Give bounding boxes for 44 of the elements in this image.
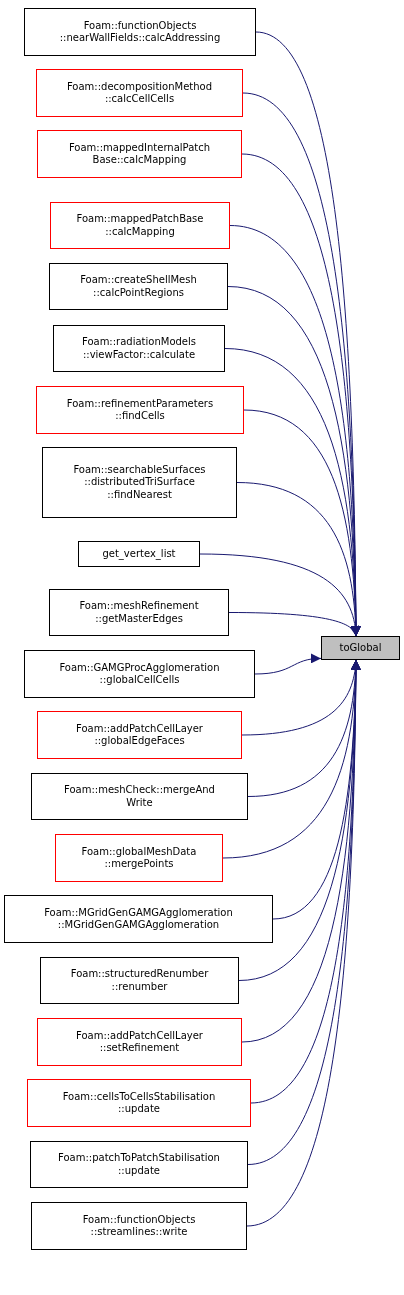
node-label: Foam::functionObjects ::nearWallFields::calcAddressing [59,19,221,45]
node-label: Foam::addPatchCellLayer ::setRefinement [76,1029,203,1055]
caller-box [49,589,229,636]
caller-box [24,8,256,56]
node-label: Foam::functionObjects ::streamlines::write [82,1213,196,1239]
node-label: Foam::MGridGenGAMGAgglomeration ::MGridGenGAMGAgglomeration [44,906,233,932]
caller-box [53,325,225,372]
node-label: get_vertex_list [102,547,176,561]
caller-box [24,650,255,698]
node-label: Foam::createShellMesh ::calcPointRegions [80,274,197,299]
node-label: Foam::searchableSurfaces ::distributedTriSurface ::findNearest [73,463,206,502]
node-label: Foam::mappedPatchBase ::calcMapping [76,213,204,238]
caller-box [27,1079,251,1127]
node-label: Foam::meshCheck::mergeAnd Write [64,784,215,809]
node-label: toGlobal [339,641,382,655]
node-label: Foam::patchToPatchStabilisation ::update [58,1152,220,1177]
node-label: Foam::GAMGProcAgglomeration ::globalCellCells [59,661,220,687]
node-label: Foam::refinementParameters ::findCells [66,397,214,423]
caller-box [30,1141,248,1188]
node-label: Foam::decompositionMethod ::calcCellCells [66,80,213,106]
arrow [228,612,358,637]
function-box [321,636,400,660]
caller-box [36,386,244,434]
caller-box [40,957,239,1004]
arrow [254,653,322,675]
node-label: Foam::radiationModels ::viewFactor::calculate [82,336,196,361]
caller-box [4,895,273,943]
node-label: Foam::addPatchCellLayer ::globalEdgeFaces [76,722,203,748]
caller-box [37,711,242,759]
node-label: Foam::globalMeshData ::mergePoints [81,845,197,871]
caller-box [31,773,248,820]
caller-box [31,1202,247,1250]
caller-box [55,834,223,882]
caller-box [49,263,228,310]
node-label: Foam::meshRefinement ::getMasterEdges [79,600,199,625]
node-label: Foam::structuredRenumber ::renumber [70,968,209,993]
caller-box [78,541,200,567]
caller-box [50,202,230,249]
node-label: Foam::mappedInternalPatch Base::calcMapping [68,141,211,167]
caller-box [36,69,243,117]
caller-box [37,1018,242,1066]
caller-box [42,447,237,518]
caller-box [37,130,242,178]
node-label: Foam::cellsToCellsStabilisation ::update [62,1090,216,1116]
